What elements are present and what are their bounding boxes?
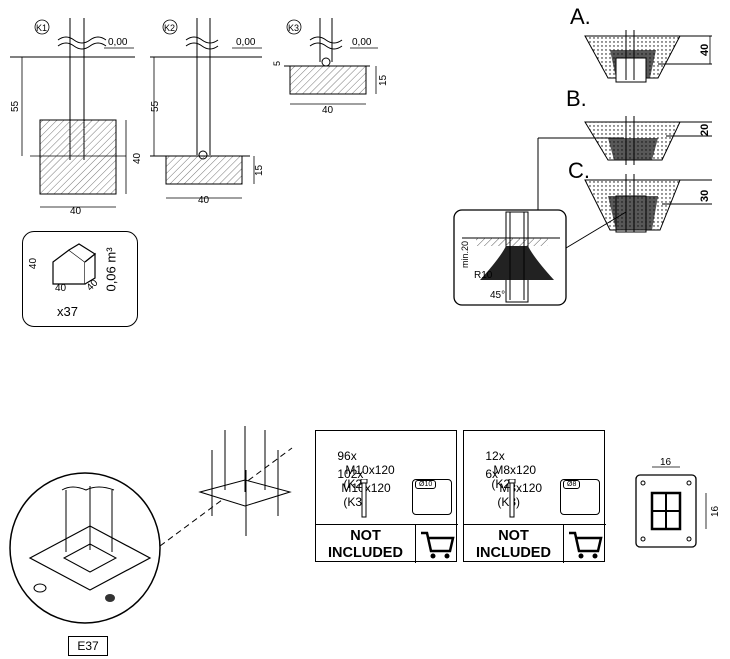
- cart-icon: [416, 524, 458, 563]
- detail-box: min.20 R10 45°: [453, 209, 567, 306]
- variant-a-label: A.: [570, 4, 591, 29]
- k2-slab-width: 40: [198, 195, 210, 206]
- volume-dim-h: 40: [28, 257, 40, 270]
- k2-slab-height: 15: [254, 164, 265, 176]
- m8-drill-size: Ø8: [563, 480, 581, 489]
- m8-not-included: NOT INCLUDED: [464, 524, 564, 563]
- k1-drawing: K1 0,00 55 40 40: [10, 18, 143, 217]
- variant-a-dim: 40: [699, 44, 711, 56]
- m10-qty-2: 102x: [337, 467, 364, 481]
- variant-b-dim: 20: [699, 124, 711, 136]
- cube-icon: [52, 243, 97, 285]
- m10-not-included: NOT INCLUDED: [316, 524, 416, 563]
- k2-drawing: K2 0,00 55 15 40: [150, 18, 265, 206]
- k3-offset: 5: [272, 61, 282, 66]
- variant-b: B. 20: [566, 86, 712, 165]
- detail-min: min.20: [460, 241, 470, 268]
- k3-label: K3: [288, 23, 299, 33]
- m10-size-1: M10x120: [345, 463, 395, 477]
- k1-label: K1: [36, 23, 47, 33]
- cart-icon: [564, 524, 606, 563]
- k1-level: 0,00: [108, 37, 128, 48]
- m8-qty-2: 6x: [485, 467, 499, 481]
- plate-dim-x: 16: [660, 457, 672, 468]
- variant-c-dim: 30: [699, 190, 711, 202]
- k2-level: 0,00: [236, 37, 256, 48]
- drill-icon: Ø8: [560, 479, 600, 515]
- base-plate-3d: [198, 426, 292, 536]
- base-plate-top-view: 16 16: [635, 457, 721, 548]
- variant-c-label: C.: [568, 158, 590, 183]
- k3-slab-width: 40: [322, 105, 334, 116]
- k1-depth: 55: [10, 100, 21, 112]
- bolt-icon: [508, 479, 516, 518]
- m8-qty-1: 12x: [485, 449, 505, 463]
- k1-block-height: 40: [132, 152, 143, 164]
- bolts-m10-box: 96x M10x120 (K2) 102x M10x120 (K3) Ø10 N…: [315, 430, 458, 563]
- volume-card: 40 40 40 0,06 m³ x37: [22, 231, 138, 327]
- k3-level: 0,00: [352, 37, 372, 48]
- variant-b-label: B.: [566, 86, 587, 111]
- bolts-m8-box: 12x M8x120 (K2) 6x M8x120 (K3) Ø8 NOT IN…: [463, 430, 606, 563]
- m10-type-2: (K3): [343, 495, 367, 509]
- detail-radius: R10: [474, 270, 493, 281]
- anchor-label: E37: [68, 636, 108, 656]
- m8-size-1: M8x120: [493, 463, 537, 477]
- anchor-detail: [9, 426, 293, 624]
- k3-slab-height: 15: [378, 74, 389, 86]
- m10-drill-size: Ø10: [415, 480, 437, 489]
- m10-qty-1: 96x: [337, 449, 357, 463]
- foundation-drawings: K1 0,00 55 40 40 K2 0,00 55 15 40: [10, 18, 389, 217]
- k2-depth: 55: [150, 100, 161, 112]
- detail-angle: 45°: [490, 290, 505, 301]
- plate-dim-y: 16: [710, 505, 721, 517]
- volume-dim-w: 40: [55, 283, 67, 294]
- bolt-icon: [360, 479, 368, 518]
- variant-drawings: A. 40 B. 20 C. 30: [453, 4, 712, 306]
- variant-c: C. 30: [568, 158, 712, 233]
- k2-label: K2: [164, 23, 175, 33]
- variant-a: A. 40: [570, 4, 712, 83]
- m10-type-1: (K2): [343, 477, 367, 491]
- m8-type-1: (K2): [491, 477, 515, 491]
- volume-count: x37: [57, 304, 78, 319]
- k3-drawing: K3 0,00 5 15 40: [272, 18, 389, 116]
- k1-block-width: 40: [70, 206, 82, 217]
- drill-icon: Ø10: [412, 479, 452, 515]
- volume-value: 0,06 m³: [103, 247, 119, 292]
